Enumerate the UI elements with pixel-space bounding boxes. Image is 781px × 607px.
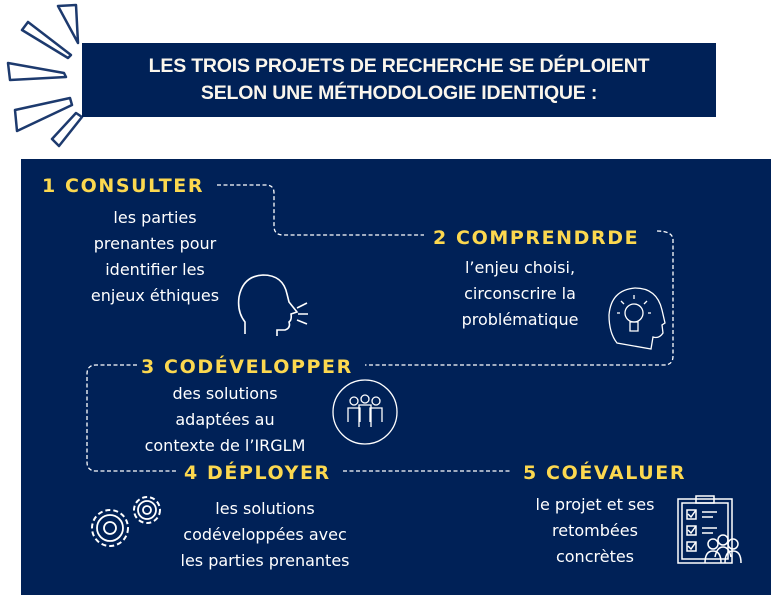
step-2-text: l’enjeu choisi, circonscrire la probléma…	[440, 255, 600, 333]
text-line: identifier les	[105, 260, 205, 279]
step-5-text: le projet et ses retombées concrètes	[510, 492, 680, 570]
burst-decoration-icon	[6, 3, 84, 148]
methodology-panel	[21, 159, 771, 595]
text-line: codéveloppées avec	[183, 525, 347, 544]
text-line: contexte de l’IRGLM	[144, 436, 306, 455]
step-4-heading: 4 DÉPLOYER	[184, 462, 331, 484]
step-5-heading: 5 COÉVALUER	[523, 462, 687, 484]
text-line: l’enjeu choisi,	[464, 258, 576, 277]
step-1-text: les parties prenantes pour identifier le…	[70, 205, 240, 309]
title-banner: LES TROIS PROJETS DE RECHERCHE SE DÉPLOI…	[82, 43, 716, 117]
text-line: adaptées au	[175, 410, 275, 429]
text-line: circonscrire la	[464, 284, 576, 303]
text-line: concrètes	[555, 547, 635, 566]
step-2-heading: 2 COMPRENDRDE	[433, 227, 640, 249]
title-line-1: LES TROIS PROJETS DE RECHERCHE SE DÉPLOI…	[148, 55, 650, 77]
gears-icon	[91, 496, 161, 547]
text-line: les parties	[113, 208, 197, 227]
step-1-heading: 1 CONSULTER	[42, 175, 205, 197]
team-circle-icon	[332, 379, 398, 445]
text-line: retombées	[552, 521, 638, 540]
text-line: les solutions	[215, 499, 315, 518]
text-line: prenantes pour	[93, 234, 217, 253]
speaking-head-icon	[237, 274, 308, 336]
text-line: problématique	[461, 310, 579, 329]
checklist-team-icon	[677, 495, 742, 564]
step-4-text: les solutions codéveloppées avec les par…	[155, 496, 375, 574]
step-3-text: des solutions adaptées au contexte de l’…	[125, 381, 325, 459]
text-line: des solutions	[172, 384, 278, 403]
text-line: les parties prenantes	[180, 551, 350, 570]
title-line-2: SELON UNE MÉTHODOLOGIE IDENTIQUE :	[200, 82, 598, 104]
text-line: le projet et ses	[535, 495, 655, 514]
lightbulb-head-icon	[608, 287, 666, 350]
step-3-heading: 3 CODÉVELOPPER	[141, 356, 353, 378]
text-line: enjeux éthiques	[90, 286, 220, 305]
